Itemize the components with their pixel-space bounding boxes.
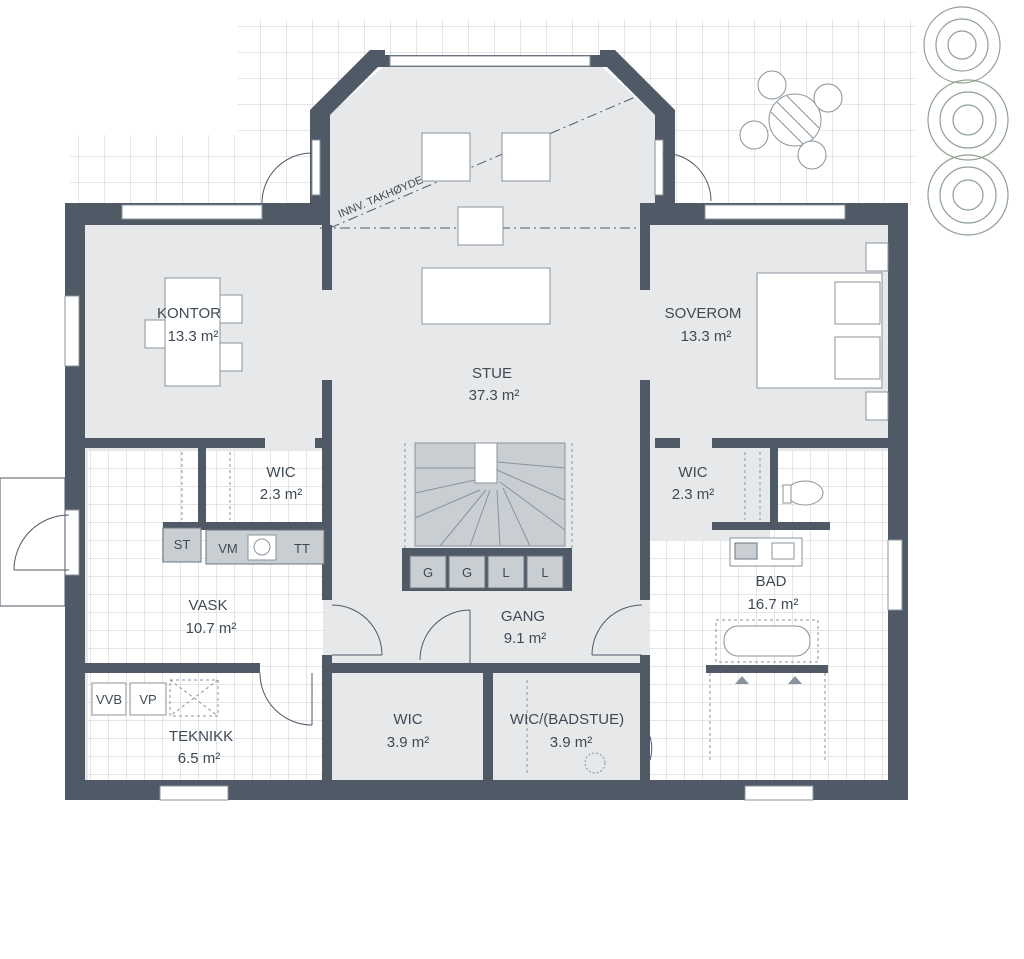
room-wic-bottom-name: WIC <box>393 711 422 728</box>
room-teknikk-area: 6.5 m² <box>178 750 221 767</box>
laundry-appliances: ST VM TT <box>162 527 325 565</box>
tech-units: VVB VP <box>91 679 219 717</box>
room-gang-area: 9.1 m² <box>504 630 547 647</box>
room-vask-name: VASK <box>189 597 228 614</box>
room-soverom-name: SOVEROM <box>665 305 742 322</box>
unit-vp: VP <box>139 692 156 707</box>
appliance-tt: TT <box>294 541 310 556</box>
room-teknikk-name: TEKNIKK <box>169 728 233 745</box>
room-wic-badstue-area: 3.9 m² <box>550 734 593 751</box>
room-kontor-area: 13.3 m² <box>168 328 219 345</box>
interior-walls <box>85 225 888 780</box>
cabinet-label-1: G <box>423 565 433 580</box>
cabinet-label-4: L <box>541 565 548 580</box>
appliance-st: ST <box>174 537 191 552</box>
room-stue-area: 37.3 m² <box>469 387 520 404</box>
cabinet-label-3: L <box>502 565 509 580</box>
cabinet-label-2: G <box>462 565 472 580</box>
room-wic-badstue-name: WIC/(BADSTUE) <box>510 711 624 728</box>
room-bad-name: BAD <box>756 573 787 590</box>
door-swings <box>0 152 712 761</box>
room-kontor-name: KONTOR <box>157 305 221 322</box>
hallway-cabinets: G G L L <box>402 548 572 591</box>
unit-vvb: VVB <box>96 692 122 707</box>
windows <box>64 55 903 801</box>
room-wic-right-name: WIC <box>678 464 707 481</box>
room-vask-area: 10.7 m² <box>186 620 237 637</box>
tree-icons <box>923 6 1009 236</box>
patio-table-icon <box>739 70 843 170</box>
room-soverom-area: 13.3 m² <box>681 328 732 345</box>
office-desk-icon <box>144 277 243 387</box>
bathroom-fixtures <box>526 480 828 775</box>
room-stue-name: STUE <box>472 365 512 382</box>
room-gang-name: GANG <box>501 608 545 625</box>
staircase <box>404 442 573 548</box>
room-bad-area: 16.7 m² <box>748 596 799 613</box>
bed-icon <box>756 242 889 421</box>
room-labels: KONTOR 13.3 m² STUE 37.3 m² SOVEROM 13.3… <box>157 305 798 767</box>
room-wic-left-area: 2.3 m² <box>260 486 303 503</box>
wardrobe-rails <box>181 452 761 520</box>
appliance-vm: VM <box>218 541 238 556</box>
room-wic-bottom-area: 3.9 m² <box>387 734 430 751</box>
room-wic-right-area: 2.3 m² <box>672 486 715 503</box>
room-wic-left-name: WIC <box>266 464 295 481</box>
living-furniture <box>421 132 551 325</box>
